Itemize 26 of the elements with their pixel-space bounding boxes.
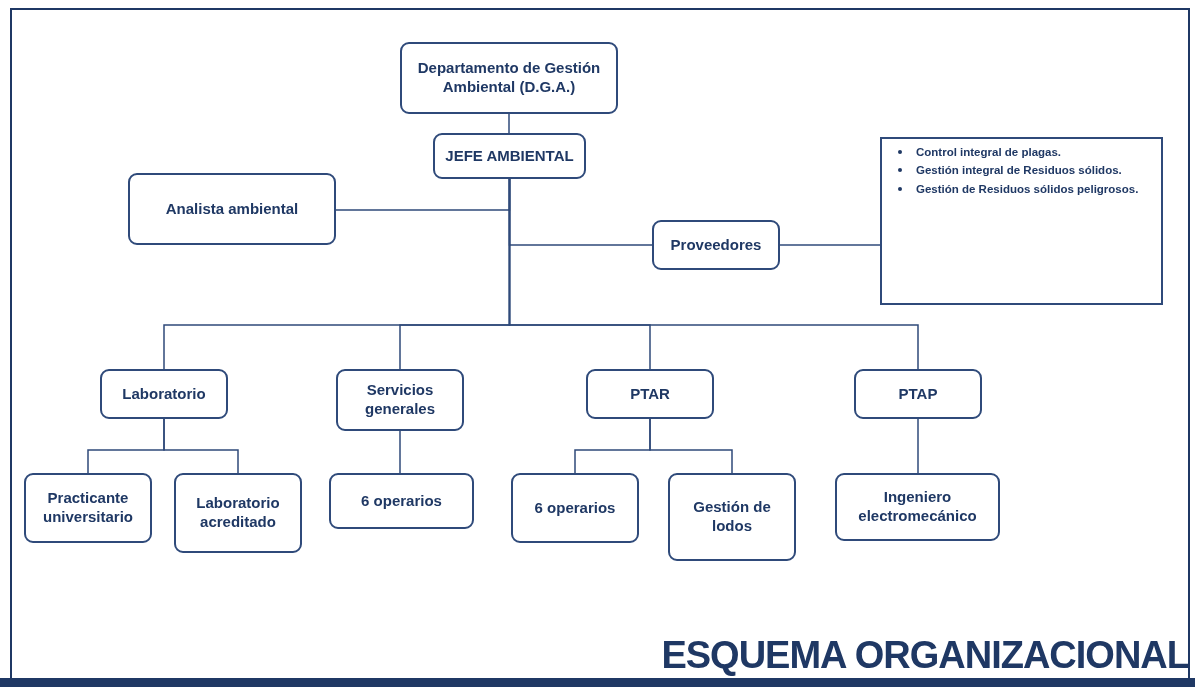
connector-line [779, 244, 881, 246]
diagram-title: ESQUEMA ORGANIZACIONAL [661, 633, 1189, 678]
org-box: Departamento de Gestión Ambiental (D.G.A.) [400, 42, 618, 114]
org-box: Ingeniero electromecánico [835, 473, 1000, 541]
org-box: Gestión de lodos [668, 473, 796, 561]
org-box: JEFE AMBIENTAL [433, 133, 586, 179]
org-box: Laboratorio acreditado [174, 473, 302, 553]
connector-line [649, 418, 733, 474]
connector-line [917, 418, 919, 474]
org-box: Laboratorio [100, 369, 228, 419]
org-box: Proveedores [652, 220, 780, 270]
org-box: PTAP [854, 369, 982, 419]
connector-line [163, 418, 239, 474]
org-box: 6 operarios [329, 473, 474, 529]
connector-line [399, 430, 401, 474]
org-box: Practicante universitario [24, 473, 152, 543]
list-item: Control integral de plagas. [916, 146, 1062, 158]
provider-list-box [880, 137, 1163, 305]
org-box: 6 operarios [511, 473, 639, 543]
connector-line [508, 113, 510, 134]
connector-line [508, 178, 919, 370]
list-item: Gestión integral de Residuos sólidos. [916, 164, 1122, 177]
list-item: Gestión de Residuos sólidos peligrosos. [916, 182, 1139, 195]
org-box: Servicios generales [336, 369, 464, 431]
org-box: Analista ambiental [128, 173, 336, 245]
org-box: PTAR [586, 369, 714, 419]
